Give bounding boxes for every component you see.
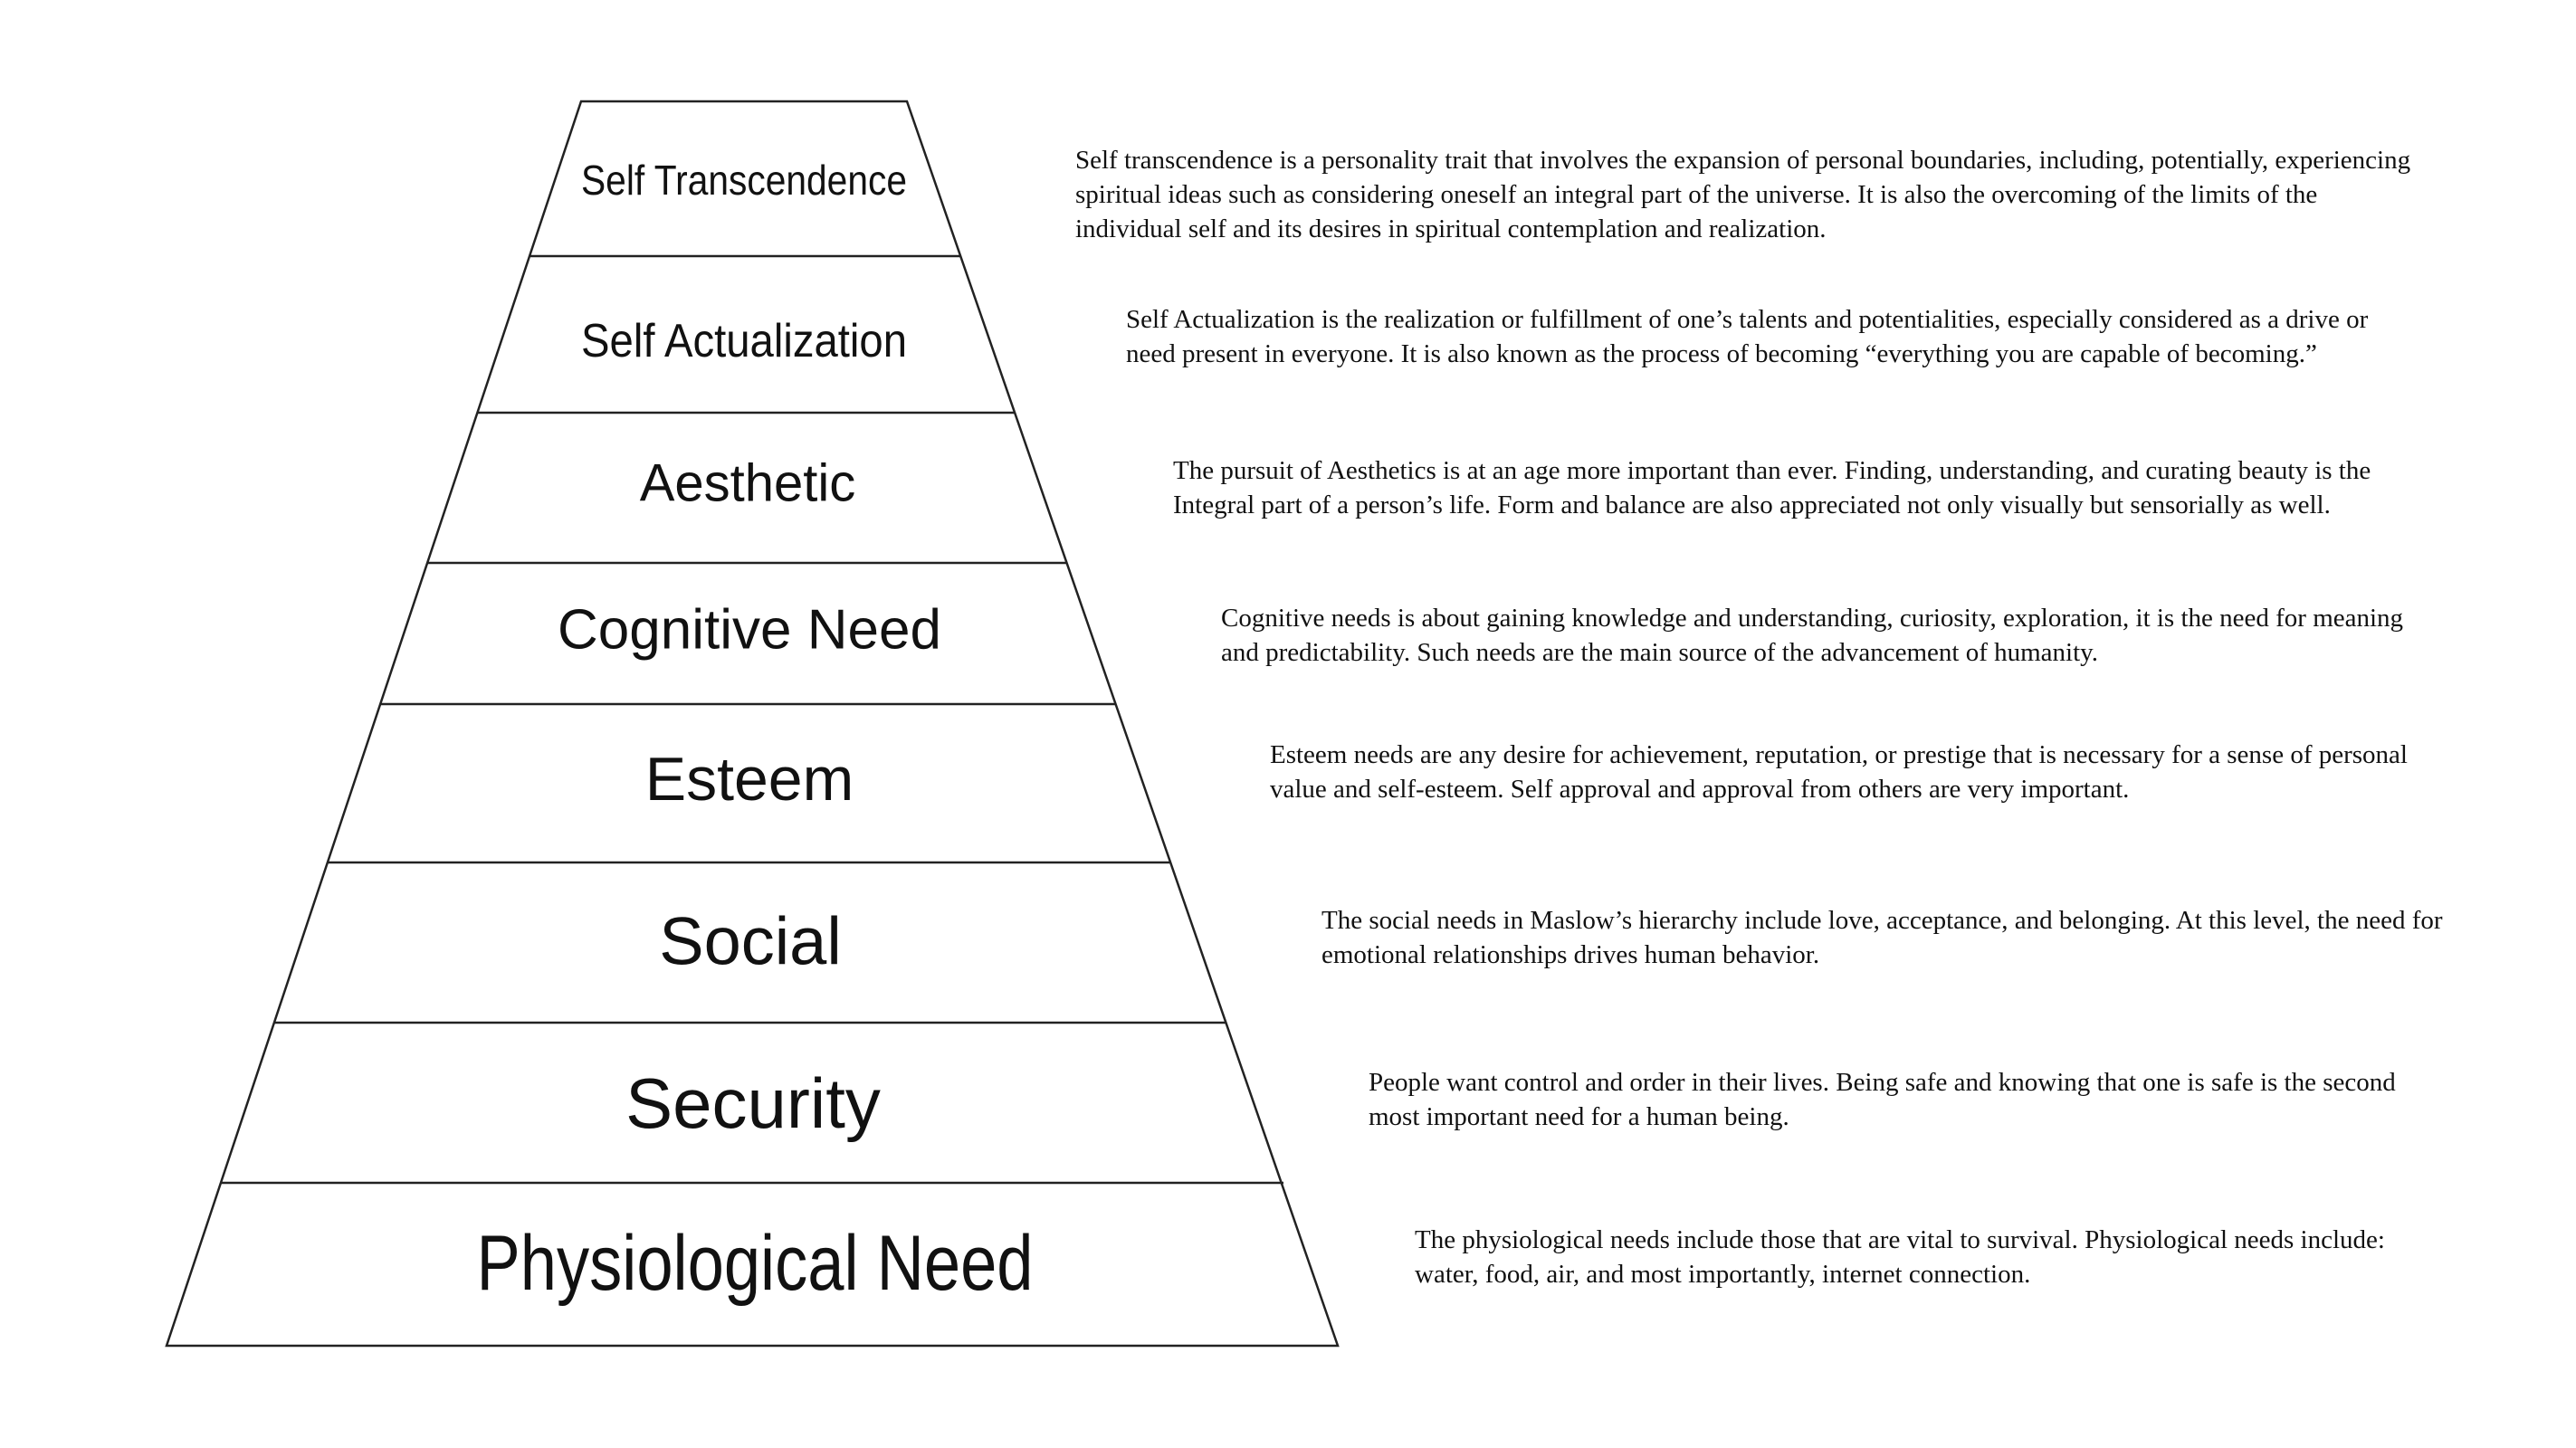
tier-label-social: Social <box>659 904 842 979</box>
tier-label-security: Security <box>625 1063 881 1143</box>
description-esteem: Esteem needs are any desire for achievem… <box>1270 740 2408 804</box>
description-cognitive-need: Cognitive needs is about gaining knowled… <box>1221 604 2404 667</box>
tier-label-self-transcendence: Self Transcendence <box>581 157 907 204</box>
tier-label-cognitive-need: Cognitive Need <box>558 599 941 662</box>
description-security: People want control and order in their l… <box>1369 1068 2396 1131</box>
tier-label-esteem: Esteem <box>645 745 854 814</box>
tier-label-aesthetic: Aesthetic <box>640 454 856 513</box>
tier-dividers <box>221 254 1283 1185</box>
pyramid-outline <box>165 100 1340 1348</box>
description-physiological-need: The physiological needs include those th… <box>1415 1225 2385 1289</box>
description-aesthetic: The pursuit of Aesthetics is at an age m… <box>1173 456 2371 519</box>
description-self-transcendence: Self transcendence is a personality trai… <box>1075 146 2411 243</box>
description-social: The social needs in Maslow’s hierarchy i… <box>1321 906 2443 969</box>
description-self-actualization: Self Actualization is the realization or… <box>1126 305 2369 368</box>
tier-label-self-actualization: Self Actualization <box>581 315 907 367</box>
tier-label-physiological-need: Physiological Need <box>477 1220 1034 1307</box>
